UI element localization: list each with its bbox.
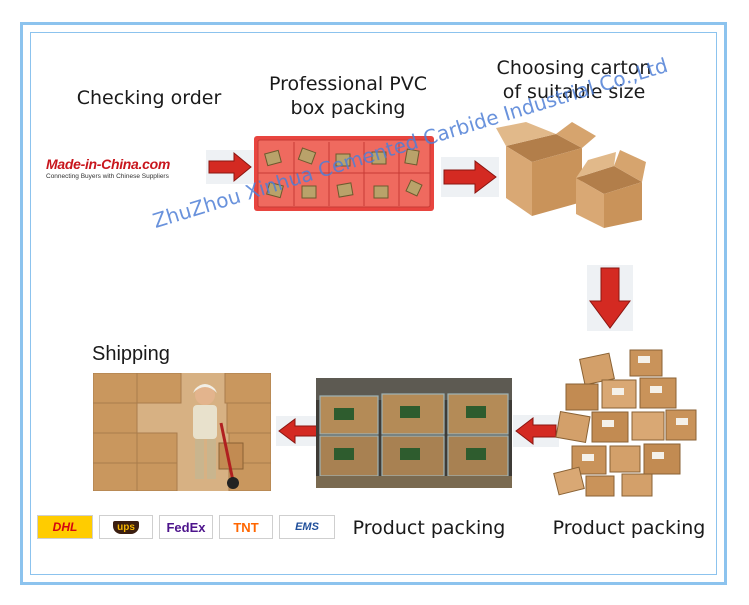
arrow-left-icon — [276, 416, 320, 446]
dhl-text: DHL — [52, 520, 78, 534]
fedex-text: FedEx — [166, 519, 206, 535]
label-carton-line2: of suitable size — [502, 81, 646, 103]
carton-image — [496, 122, 646, 228]
pvc-box-image — [254, 136, 434, 211]
ems-text: EMS — [295, 521, 319, 533]
arrow-down-icon — [587, 265, 633, 331]
label-pvc-line2: box packing — [290, 97, 406, 119]
outer-frame — [20, 22, 727, 585]
tnt-text: TNT — [233, 519, 259, 535]
fedex-logo: FedEx — [159, 515, 213, 539]
pallets-image — [316, 378, 512, 488]
arrow-left-icon — [513, 415, 559, 447]
arrow-right-icon — [441, 157, 499, 197]
ems-logo: EMS — [279, 515, 335, 539]
logo-brand: Made-in-China.com — [46, 156, 171, 172]
label-pvc-packing: Professional PVC box packing — [258, 72, 438, 120]
label-shipping: Shipping — [92, 343, 170, 365]
logo-tagline: Connecting Buyers with Chinese Suppliers — [46, 173, 169, 180]
dhl-logo: DHL — [37, 515, 93, 539]
label-pvc-line1: Professional PVC — [269, 73, 427, 95]
label-product-packing-right: Product packing — [552, 517, 706, 539]
inner-frame — [30, 32, 717, 575]
arrow-right-icon — [206, 150, 254, 184]
boxes-pile-image — [553, 349, 697, 497]
label-product-packing-mid: Product packing — [352, 517, 506, 539]
ups-shield-icon: ups — [113, 520, 139, 534]
made-in-china-logo: Made-in-China.com Connecting Buyers with… — [46, 156, 196, 186]
shipping-photo — [93, 373, 271, 491]
ups-logo: ups — [99, 515, 153, 539]
ups-text: ups — [117, 521, 135, 533]
label-carton-line1: Choosing carton — [496, 57, 652, 79]
label-choosing-carton: Choosing carton of suitable size — [486, 56, 662, 104]
tnt-logo: TNT — [219, 515, 273, 539]
label-checking-order: Checking order — [76, 87, 222, 109]
